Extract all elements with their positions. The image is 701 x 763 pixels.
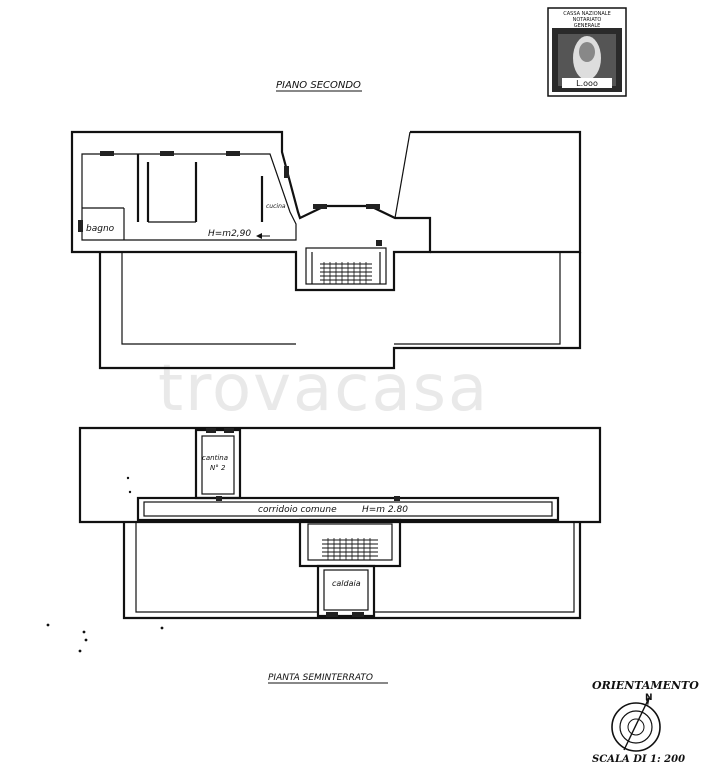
second-floor-title: PIANO SECONDO: [276, 80, 361, 91]
watermark-text: trovacasa: [158, 352, 489, 426]
stairs-basement: [322, 538, 378, 560]
label-corridor: corridoio comune: [258, 505, 337, 515]
svg-text:L.ooo: L.ooo: [576, 79, 598, 88]
orientation-title: ORIENTAMENTO: [592, 679, 699, 692]
compass-icon: [611, 696, 661, 752]
north-label: N: [645, 693, 653, 703]
stamp-line-2: NOTARIATO: [573, 17, 602, 23]
label-height-second: H=m2,90: [208, 229, 251, 239]
basement-plan: [46, 426, 602, 653]
stamp-line-3: GENERALE: [574, 23, 601, 29]
stairs-second: [311, 252, 381, 284]
revenue-stamp: L.ooo: [547, 7, 627, 97]
label-caldaia: caldaia: [332, 579, 361, 588]
stamp-line-1: CASSA NAZIONALE: [563, 11, 610, 17]
label-cantina: cantina: [202, 454, 228, 462]
label-cucina: cucina: [266, 203, 286, 210]
label-bagno: bagno: [86, 224, 115, 234]
label-cantina-number: N° 2: [210, 464, 226, 472]
scale-label: SCALA DI 1: 200: [592, 754, 685, 763]
basement-title: PIANTA SEMINTERRATO: [268, 673, 373, 683]
second-floor-plan: [70, 130, 582, 370]
label-height-basement: H=m 2.80: [362, 505, 408, 515]
